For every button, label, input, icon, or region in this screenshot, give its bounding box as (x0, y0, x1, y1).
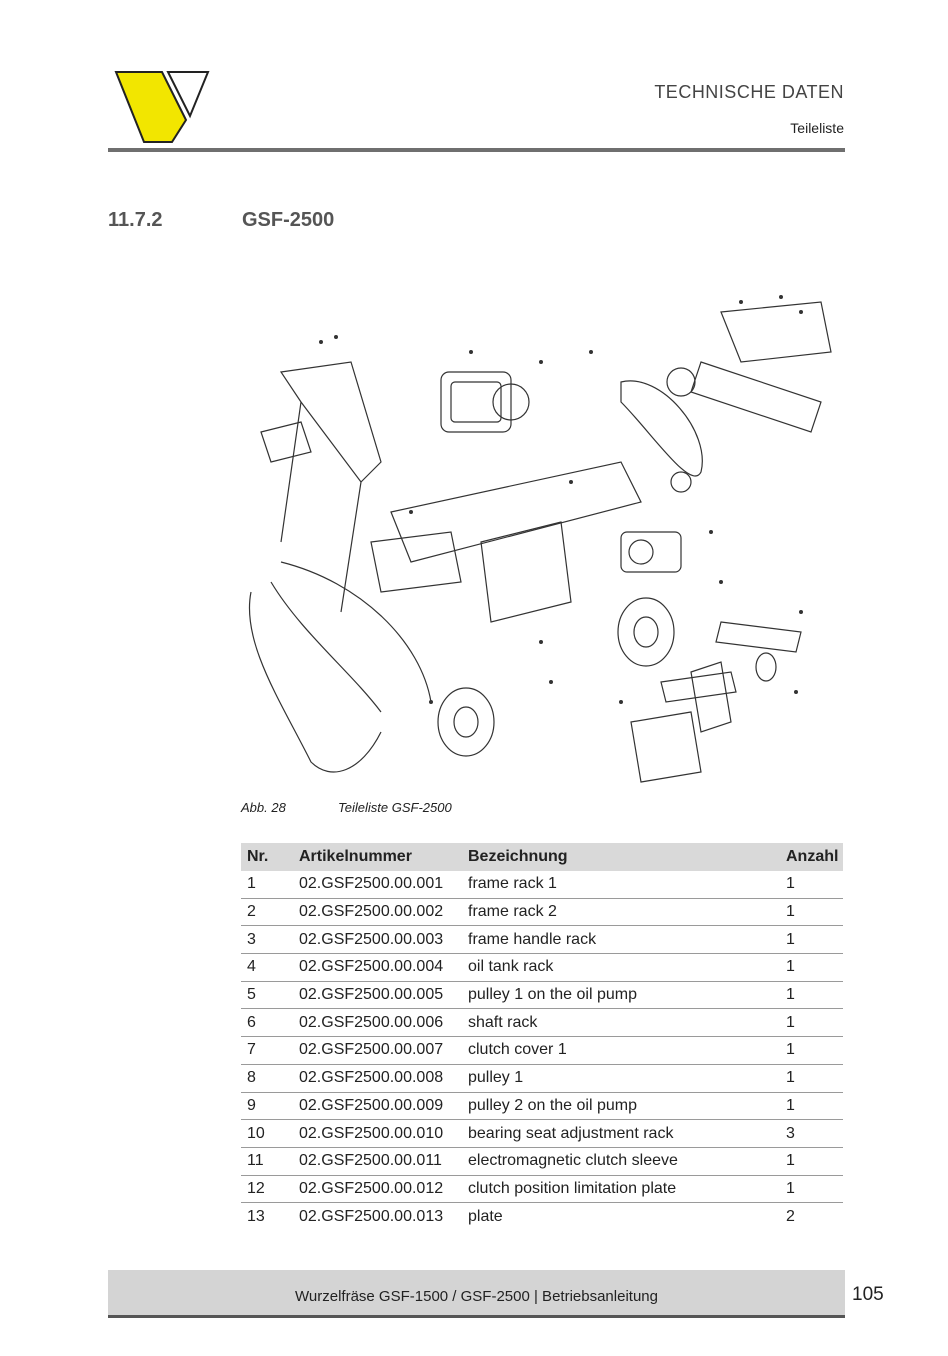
cell-description: clutch cover 1 (462, 1036, 780, 1065)
header-subtitle: Teileliste (790, 120, 844, 136)
cell-nr: 10 (241, 1119, 293, 1148)
cell-article-number: 02.GSF2500.00.001 (293, 871, 462, 899)
cell-description: shaft rack (462, 1008, 780, 1038)
cell-quantity: 1 (780, 898, 843, 927)
cell-quantity: 1 (780, 871, 843, 899)
section-title: GSF-2500 (242, 209, 335, 231)
column-header-quantity: Anzahl (780, 843, 843, 871)
cell-description: plate (468, 1207, 503, 1225)
cell-quantity: 1 (780, 1008, 843, 1038)
cell-article-number: 02.GSF2500.00.006 (293, 1008, 462, 1038)
cell-nr: 8 (241, 1064, 293, 1093)
header-title: TECHNISCHE DATEN (654, 82, 844, 102)
cell-nr: 13 (247, 1207, 265, 1225)
cell-nr: 11 (241, 1147, 293, 1176)
section-number: 11.7.2 (108, 209, 163, 231)
figure-caption: Teileliste GSF-2500 (338, 800, 452, 815)
cell-article-number: 02.GSF2500.00.012 (293, 1175, 462, 1204)
cell-description: frame rack 1 (462, 871, 780, 899)
cell-article-number: 02.GSF2500.00.002 (293, 898, 462, 927)
footer-bar: Wurzelfräse GSF-1500 / GSF-2500 | Betrie… (108, 1270, 845, 1318)
cell-nr: 1 (241, 871, 293, 899)
cell-nr: 6 (241, 1008, 293, 1038)
cell-article-number: 02.GSF2500.00.007 (293, 1036, 462, 1065)
cell-nr: 3 (241, 925, 293, 955)
cell-description: oil tank rack (462, 953, 780, 982)
cell-article-number: 02.GSF2500.00.005 (293, 981, 462, 1010)
cell-nr: 5 (241, 981, 293, 1010)
cell-description: frame handle rack (462, 925, 780, 955)
exploded-parts-diagram (249, 295, 832, 783)
cell-nr: 12 (241, 1175, 293, 1204)
page-number: 105 (852, 1284, 884, 1305)
cell-quantity: 1 (780, 925, 843, 955)
cell-article-number: 02.GSF2500.00.004 (293, 953, 462, 982)
cell-nr: 9 (241, 1092, 293, 1121)
cell-article-number: 02.GSF2500.00.008 (293, 1064, 462, 1093)
cell-quantity: 1 (780, 1147, 843, 1176)
cell-nr: 4 (241, 953, 293, 982)
cell-description: pulley 1 (462, 1064, 780, 1093)
cell-article-number: 02.GSF2500.00.003 (293, 925, 462, 955)
cell-article-number: 02.GSF2500.00.009 (293, 1092, 462, 1121)
footer-text: Wurzelfräse GSF-1500 / GSF-2500 | Betrie… (295, 1288, 658, 1305)
cell-nr: 2 (241, 898, 293, 927)
table-header-row: Nr. Artikelnummer Bezeichnung Anzahl (241, 843, 843, 871)
cell-description: bearing seat adjustment rack (462, 1119, 780, 1148)
cell-quantity: 1 (780, 1036, 843, 1065)
cell-description: clutch position limitation plate (462, 1175, 780, 1204)
cell-quantity: 1 (780, 953, 843, 982)
cell-article-number: 02.GSF2500.00.010 (293, 1119, 462, 1148)
cell-quantity: 1 (780, 1175, 843, 1204)
cell-description: frame rack 2 (462, 898, 780, 927)
column-header-nr: Nr. (241, 843, 293, 871)
column-header-article-number: Artikelnummer (293, 843, 462, 871)
cell-quantity: 1 (780, 1064, 843, 1093)
cell-article-number: 02.GSF2500.00.013 (299, 1207, 444, 1225)
cell-description: pulley 2 on the oil pump (462, 1092, 780, 1121)
figure-label: Abb. 28 (241, 800, 286, 815)
cell-article-number: 02.GSF2500.00.011 (293, 1147, 462, 1176)
cell-quantity: 1 (780, 981, 843, 1010)
column-header-description: Bezeichnung (462, 843, 780, 871)
cell-description: electromagnetic clutch sleeve (462, 1147, 780, 1176)
cell-nr: 7 (241, 1036, 293, 1065)
cell-quantity: 1 (780, 1092, 843, 1121)
cell-description: pulley 1 on the oil pump (462, 981, 780, 1010)
cell-quantity: 3 (780, 1119, 843, 1148)
header-divider (108, 148, 845, 152)
company-logo (114, 71, 210, 143)
cell-quantity: 2 (786, 1207, 795, 1225)
table-row: 13 02.GSF2500.00.013 plate 2 (241, 1203, 843, 1230)
